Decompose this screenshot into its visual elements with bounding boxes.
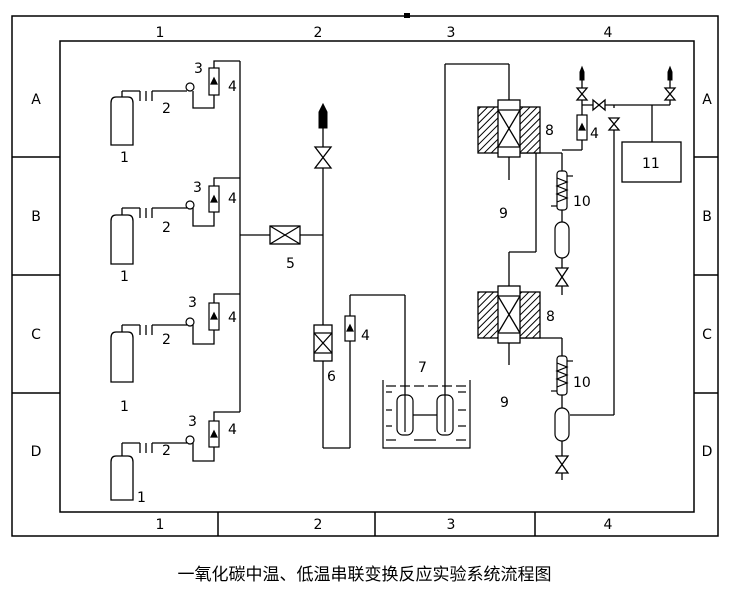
piping [122,60,671,480]
gas-cylinder [110,443,134,501]
flowmeter-icon [576,114,588,141]
label-reactor: 8 [546,309,555,325]
label-valve-gauge: 3 [194,61,203,77]
analyzer-box [621,141,682,183]
gas-cylinder [110,91,134,146]
label-reactor: 8 [545,123,554,139]
separator [554,221,570,259]
zone-row-a-right: A [702,92,712,108]
reactor-low-temp [477,285,541,344]
gas-cylinder [110,325,134,383]
valve-icon [663,87,677,101]
outer-border [11,15,719,537]
zone-col-3-top: 3 [447,25,456,41]
figure-caption: 一氧化碳中温、低温串联变换反应实验系统流程图 [177,565,552,585]
flowmeters [208,67,588,448]
valve-icon [592,98,606,112]
label-flowmeter: 4 [361,328,370,344]
label-flowmeter: 4 [228,310,237,326]
valve-icon [313,146,333,169]
zone-row-b-left: B [31,209,41,225]
valve-icon [575,87,589,101]
label-mixer: 5 [286,256,295,272]
label-furnace: 9 [499,206,508,222]
water-bath [382,380,471,449]
zone-row-a-left: A [31,92,41,108]
gas-cylinder [110,208,134,265]
valves [313,87,677,474]
label-condenser: 10 [573,194,591,210]
gas-cylinders [110,91,134,501]
valve-icon [554,267,570,287]
label-furnace: 9 [500,395,509,411]
label-analyzer: 11 [642,156,660,172]
zone-col-4-bottom: 4 [604,517,613,533]
mixer [269,225,301,245]
label-connector: 2 [162,220,171,236]
component-labels: 1 1 1 1 2 2 2 2 3 3 3 3 4 4 4 4 4 4 5 6 … [120,61,660,506]
flowmeter-icon [208,420,220,448]
zone-row-d-left: D [31,444,42,460]
label-connector: 2 [162,332,171,348]
label-flowmeter: 4 [228,191,237,207]
label-valve-gauge: 3 [188,414,197,430]
zone-row-b-right: B [702,209,712,225]
label-bath: 7 [418,360,427,376]
valve-gauges [185,82,195,445]
vent-arrow-icon [667,65,673,81]
valve-icon [554,455,570,474]
zone-col-1-bottom: 1 [156,517,165,533]
flowmeter-icon [208,302,220,331]
label-flowmeter: 4 [590,126,599,142]
zone-col-3-bottom: 3 [447,517,456,533]
label-condenser: 10 [573,375,591,391]
condenser [551,355,573,396]
reactor-high-temp [477,99,541,158]
label-connector: 2 [162,443,171,459]
zone-col-2-bottom: 2 [314,517,323,533]
vent-outlets [318,65,673,129]
condenser [551,170,573,211]
zone-row-d-right: D [702,444,713,460]
label-connector: 2 [162,101,171,117]
label-flowmeter: 4 [228,422,237,438]
valve-icon [607,117,621,131]
vessel [313,324,333,362]
separator [554,407,570,442]
label-valve-gauge: 3 [193,180,202,196]
label-cylinder: 1 [137,490,146,506]
label-cylinder: 1 [120,399,129,415]
flowmeter-icon [344,315,356,342]
zone-col-1-top: 1 [156,25,165,41]
gauge-icon [185,435,195,445]
gauge-icon [185,317,195,327]
drawing-frame [11,15,719,537]
condensers [551,170,573,442]
label-cylinder: 1 [120,269,129,285]
label-vessel: 6 [327,369,336,385]
zone-row-c-right: C [702,327,712,343]
frame-mark [404,13,410,18]
gauge-icon [185,200,195,210]
vent-arrow-icon [318,102,328,129]
label-valve-gauge: 3 [188,295,197,311]
zone-col-2-top: 2 [314,25,323,41]
flowmeter-icon [208,185,220,213]
inner-border [59,40,695,513]
zone-row-c-left: C [31,327,41,343]
zone-col-4-top: 4 [604,25,613,41]
vent-arrow-icon [579,65,585,81]
label-cylinder: 1 [120,150,129,166]
flowmeter-icon [208,67,220,96]
label-flowmeter: 4 [228,79,237,95]
gauge-icon [185,82,195,92]
